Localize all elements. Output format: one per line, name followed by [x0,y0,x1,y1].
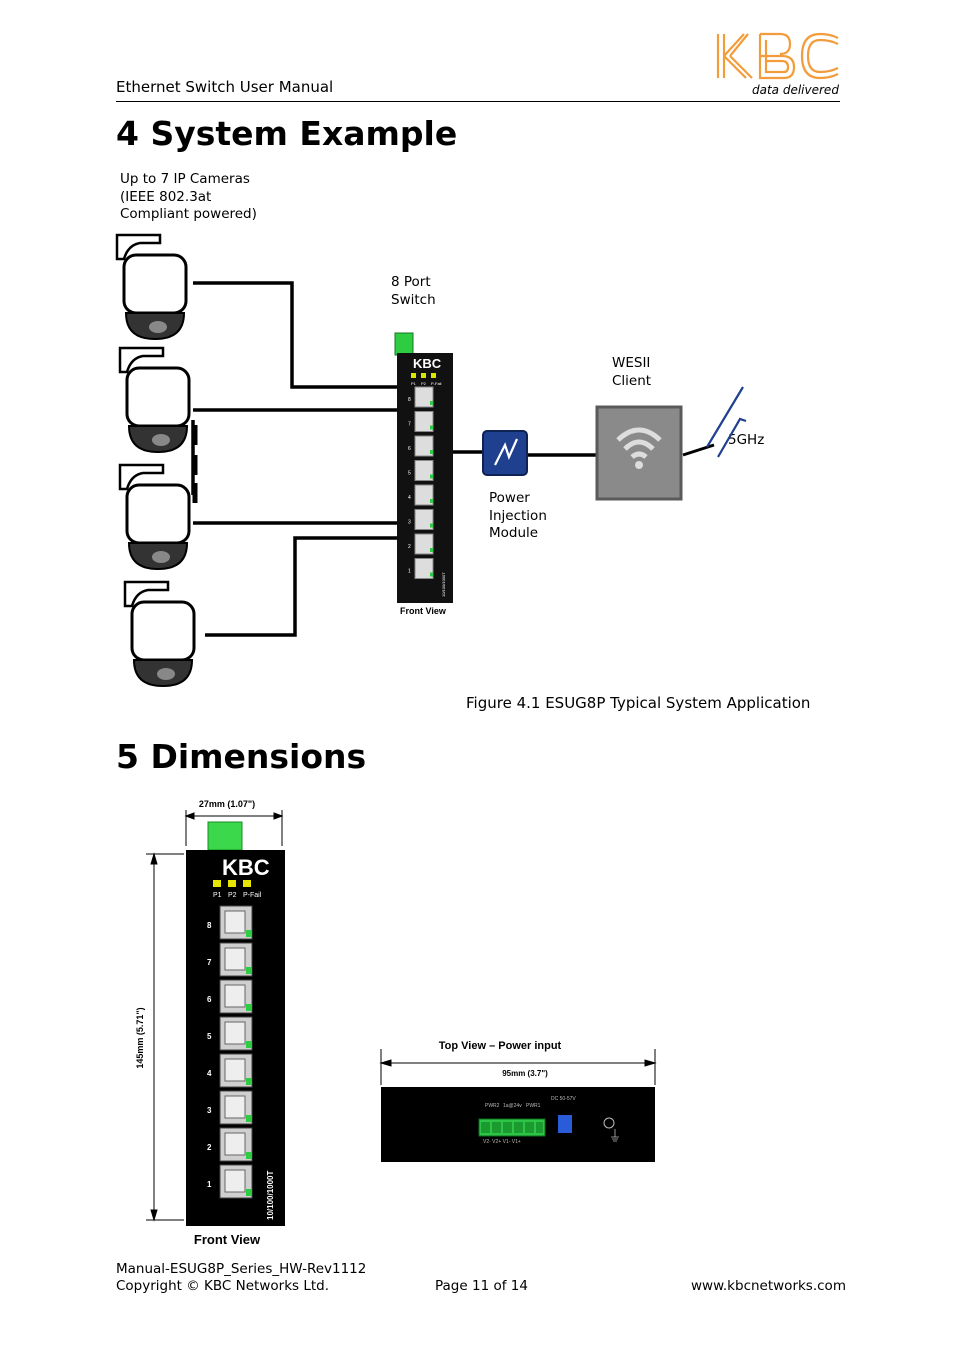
switch-led-label: P-Fail [431,381,442,386]
header-title: Ethernet Switch User Manual [116,78,334,96]
section-4-heading: 4 System Example [116,114,458,153]
camera-icon [115,233,188,341]
port-number: 7 [408,422,411,428]
switch-port [414,558,434,579]
section-5-heading: 5 Dimensions [116,737,367,776]
footer-page-number: Page 11 of 14 [435,1278,528,1294]
svg-text:KBC: KBC [413,356,442,371]
port-number: 8 [408,397,411,403]
injector-icon [482,430,528,476]
camera-cables [191,281,398,637]
system-diagram: KBC 8 7 6 5 4 3 2 1 10/100/1000T P1 P2 P-Fail Front… [115,233,747,688]
switch-led-label: P2 [421,381,427,386]
injector-label: Power Injection Module [489,490,547,541]
front-port-number: 8 [207,921,212,930]
front-port-number: 2 [207,1143,212,1152]
switch-port [414,533,434,555]
switch-port [414,460,434,481]
front-port-number: 3 [207,1106,212,1115]
port-number: 6 [408,446,411,452]
front-port-number: 5 [207,1032,212,1041]
switch-port [414,509,434,530]
width-dimension: 27mm (1.07") [199,799,255,809]
top-view-title: Top View – Power input [439,1040,562,1052]
switch-port [414,484,434,506]
top-dimension: 95mm (3.7") [502,1069,548,1078]
dip-switch [558,1115,572,1133]
header-rule [116,101,840,102]
footer-copyright: Copyright © KBC Networks Ltd. [116,1278,330,1294]
radio-bolt-icon [706,386,747,458]
wesii-label: WESII Client [612,355,652,389]
kbc-logo [716,32,839,80]
port-number: 1 [408,569,411,575]
front-port-number: 4 [207,1069,212,1078]
logo-tagline: data delivered [752,83,839,97]
front-kbc-logo: KBC [222,855,270,880]
terminal-block [478,1118,546,1137]
dc-label: DC 50-57V [551,1096,576,1102]
led-label: P2 [228,892,237,899]
footer-doc-id: Manual-ESUG8P_Series_HW-Rev1112 [116,1261,367,1277]
camera-icon [123,580,196,688]
front-port-number: 1 [207,1180,212,1189]
footer-website[interactable]: www.kbcnetworks.com [691,1278,846,1294]
switch-label: 8 Port Switch [391,274,436,308]
fault-label: 1a@24v [503,1103,522,1109]
port-number: 4 [408,495,411,501]
website-link[interactable]: www.kbcnetworks.com [691,1278,846,1294]
port-number: 3 [408,520,411,526]
height-dimension: 145mm (5.71") [135,1007,145,1068]
switch-side-text: 10/100/1000T [441,572,446,597]
front-port-number: 6 [207,995,212,1004]
camera-icon [118,463,191,571]
pwr1-label: PWR1 [526,1103,541,1109]
front-view-caption: Front View [194,1232,261,1247]
switch-front-caption: Front View [400,606,447,616]
cameras-label: Up to 7 IP Cameras (IEEE 802.3at Complia… [120,171,257,222]
port-number: 5 [408,471,411,477]
front-side-text: 10/100/1000T [266,1171,275,1220]
led-label: P-Fail [243,892,262,899]
wifi-client-icon [595,405,683,501]
figure-4-1-caption: Figure 4.1 ESUG8P Typical System Applica… [466,694,811,712]
client-link [682,443,715,457]
terminal-labels: V2- V2+ V1- V1+ [483,1139,521,1145]
height-dimension-line [146,852,184,1222]
camera-icon [118,346,191,454]
switch-port [414,411,434,432]
pwr2-label: PWR2 [485,1103,500,1109]
port-number: 2 [408,544,411,550]
ground-icon [603,1117,615,1129]
front-port-number: 7 [207,958,212,967]
radio-label: 5GHz [728,432,765,448]
switch-port [414,435,434,457]
switch-port [414,386,434,408]
switch-led-label: P1 [411,381,417,386]
switch-icon: KBC 8 7 6 5 4 3 2 1 10/100/1000T P1 P2 P-Fail [394,332,453,603]
top-view-drawing: Top View – Power input 95mm (3.7") PWR2 … [379,1040,657,1162]
top-width-dimension-line [379,1049,657,1085]
width-dimension-line [184,810,284,846]
front-view-drawing: 27mm (1.07") 145mm (5.71") KBC P1 P2 P-F… [135,799,285,1247]
led-label: P1 [213,892,222,899]
